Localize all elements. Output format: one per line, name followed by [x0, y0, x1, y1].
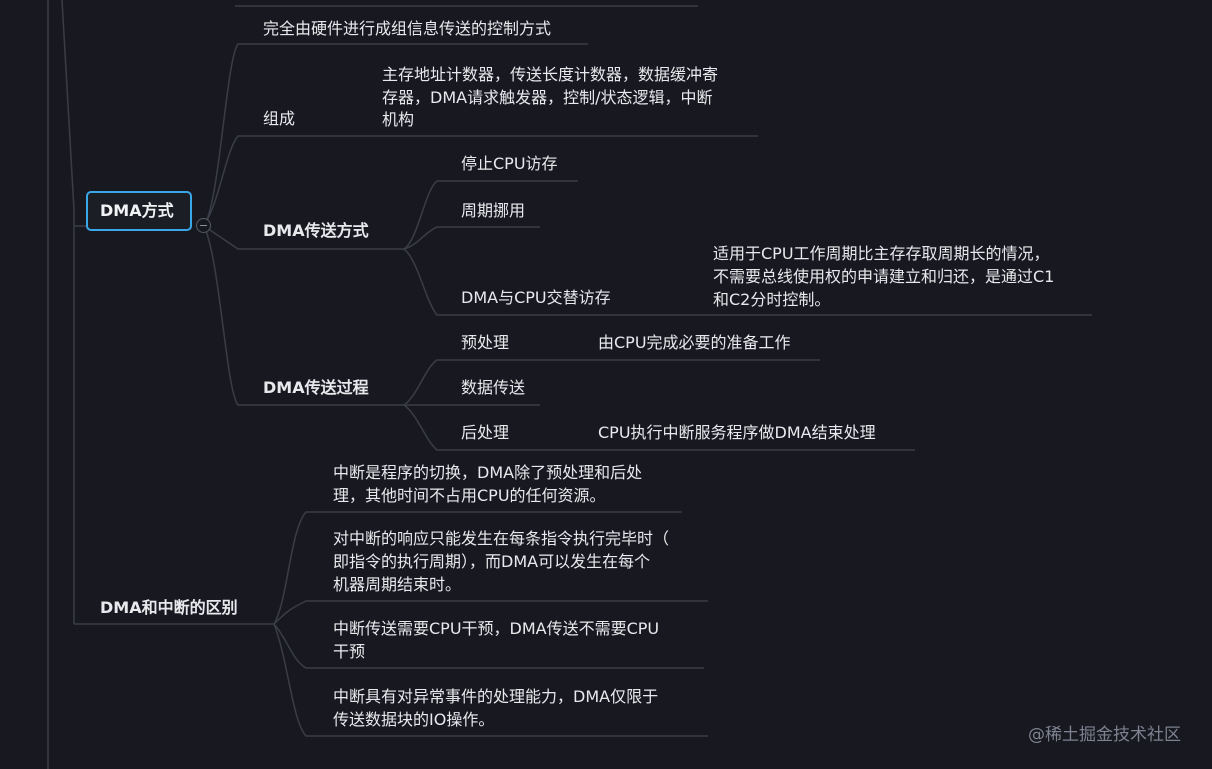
node-alternate-access[interactable]: DMA与CPU交替访存: [461, 288, 611, 307]
node-diff4-line1[interactable]: 中断具有对异常事件的处理能力，DMA仅限于: [333, 687, 659, 706]
node-diff1-line1[interactable]: 中断是程序的切换，DMA除了预处理和后处: [333, 463, 643, 482]
collapse-toggle-icon[interactable]: [196, 218, 211, 233]
node-dma-definition[interactable]: 完全由硬件进行成组信息传送的控制方式: [263, 19, 552, 38]
node-alternate-desc-line1[interactable]: 适用于CPU工作周期比主存存取周期长的情况，: [713, 244, 1050, 263]
node-diff4-line2[interactable]: 传送数据块的IO操作。: [333, 710, 495, 729]
node-cycle-steal[interactable]: 周期挪用: [461, 201, 526, 220]
node-composition-desc-line1[interactable]: 主存地址计数器，传送长度计数器，数据缓冲寄: [382, 65, 719, 84]
node-composition[interactable]: 组成: [263, 109, 296, 128]
node-diff3-line2[interactable]: 干预: [333, 642, 366, 661]
node-data-transfer[interactable]: 数据传送: [461, 378, 526, 397]
node-diff2-line3[interactable]: 机器周期结束时。: [333, 575, 462, 594]
node-composition-desc-line3[interactable]: 机构: [382, 110, 415, 129]
node-diff2-line2[interactable]: 即指令的执行周期），而DMA可以发生在每个: [333, 552, 651, 571]
node-dma-mode-label: DMA方式: [100, 201, 174, 220]
node-postprocess-desc[interactable]: CPU执行中断服务程序做DMA结束处理: [598, 423, 876, 442]
node-composition-desc-line2[interactable]: 存器，DMA请求触发器，控制/状态逻辑，中断: [382, 88, 713, 107]
node-stop-cpu[interactable]: 停止CPU访存: [461, 154, 558, 173]
node-dma-mode[interactable]: DMA方式: [86, 191, 192, 231]
node-postprocess[interactable]: 后处理: [461, 423, 510, 442]
watermark: @稀土掘金技术社区: [1028, 725, 1181, 745]
node-dma-vs-interrupt[interactable]: DMA和中断的区别: [100, 598, 238, 617]
node-transfer-process[interactable]: DMA传送过程: [263, 378, 369, 397]
node-alternate-desc-line3[interactable]: 和C2分时控制。: [713, 290, 831, 309]
node-preprocess-desc[interactable]: 由CPU完成必要的准备工作: [598, 333, 791, 352]
node-diff3-line1[interactable]: 中断传送需要CPU干预，DMA传送不需要CPU: [333, 619, 660, 638]
node-diff2-line1[interactable]: 对中断的响应只能发生在每条指令执行完毕时（: [333, 529, 670, 548]
node-diff1-line2[interactable]: 理，其他时间不占用CPU的任何资源。: [333, 486, 606, 505]
node-alternate-desc-line2[interactable]: 不需要总线使用权的申请建立和归还，是通过C1: [713, 267, 1055, 286]
node-transfer-mode[interactable]: DMA传送方式: [263, 221, 369, 240]
node-preprocess[interactable]: 预处理: [461, 333, 510, 352]
